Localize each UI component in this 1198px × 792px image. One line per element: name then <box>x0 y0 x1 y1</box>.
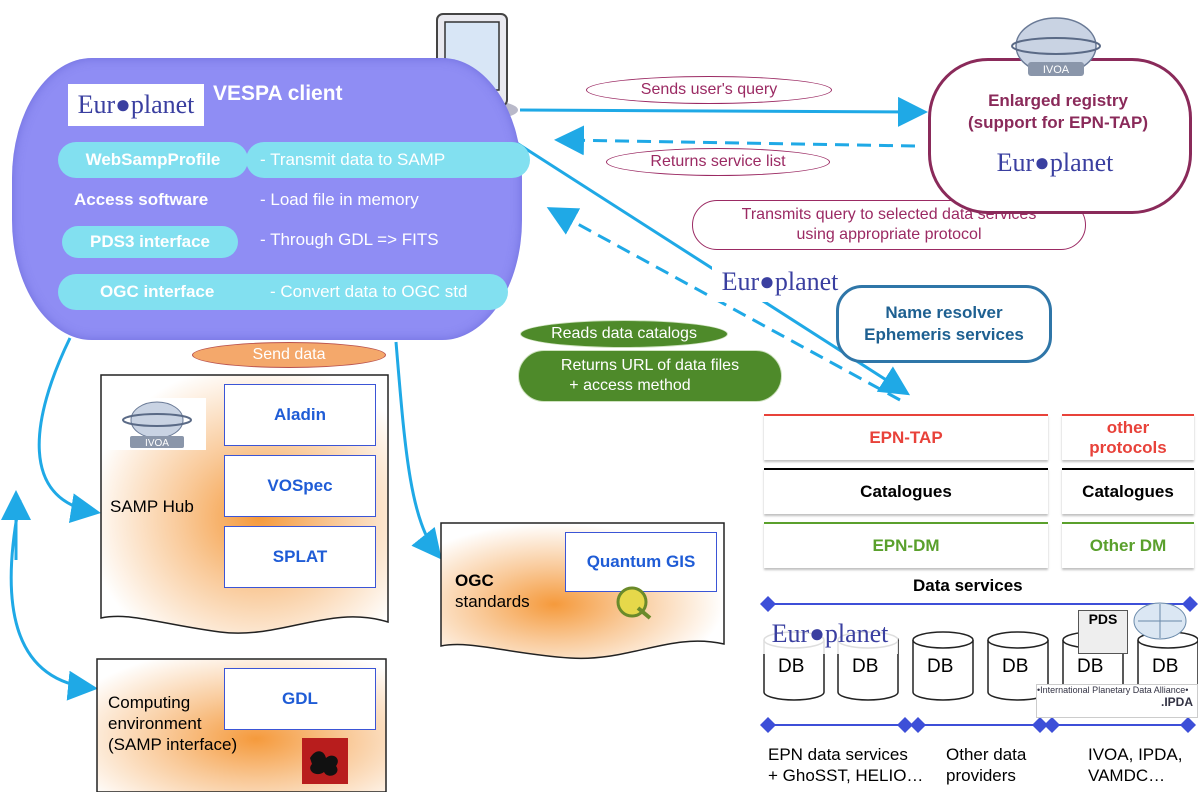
fractal-image <box>302 738 348 784</box>
access-software-desc: - Load file in memory <box>260 190 419 209</box>
europlanet-logo: Eur●planet <box>68 84 204 126</box>
europlanet-logo-registry: Eur●planet <box>985 144 1125 182</box>
registry-title: Enlarged registry (support for EPN-TAP) <box>967 91 1149 132</box>
db-label: DB <box>1002 656 1029 677</box>
samp-hub-label: SAMP Hub <box>110 497 194 516</box>
arrow-to-samp <box>37 337 101 523</box>
db-label: DB <box>927 656 954 677</box>
qgis-icon <box>616 586 652 620</box>
epn-dm-row: EPN-DM <box>764 522 1048 568</box>
ogc-interface-pill: OGC interface - Convert data to OGC std <box>58 274 508 310</box>
catalogues-row-right: Catalogues <box>1062 468 1194 514</box>
footer-epn: EPN data services + GhoSST, HELIO… <box>768 745 924 785</box>
returns-url-label: Returns URL of data files + access metho… <box>518 350 782 402</box>
arrow-from-services <box>546 207 901 402</box>
access-software-label: Access software <box>74 190 209 209</box>
reads-catalogs-label: Reads data catalogs <box>520 320 728 348</box>
vospec-box: VOSpec <box>224 455 376 517</box>
gdl-box: GDL <box>224 668 376 730</box>
db-label: DB <box>1077 656 1104 677</box>
europlanet-logo-mid: Eur●planet <box>712 262 848 302</box>
europlanet-logo-db: Eur●planet <box>762 614 898 654</box>
quantum-gis-box: Quantum GIS <box>565 532 717 592</box>
arrow-to-registry <box>519 96 928 127</box>
svg-text:IVOA: IVOA <box>1043 64 1070 76</box>
db-label: DB <box>1152 656 1179 677</box>
ogc-label: OGC standards <box>455 571 530 611</box>
footer-other-providers: Other data providers <box>946 745 1027 785</box>
epn-tap-row: EPN-TAP <box>764 414 1048 460</box>
pds3-interface-pill: PDS3 interface <box>62 226 238 258</box>
db-label: DB <box>778 656 805 677</box>
send-data-label: Send data <box>192 342 386 368</box>
svg-text:IVOA: IVOA <box>145 438 169 449</box>
websampprofile-pill: WebSampProfile <box>58 142 248 178</box>
ivoa-logo: IVOA <box>1011 17 1101 76</box>
ipda-logo: •International Planetary Data Alliance• … <box>1036 684 1198 718</box>
other-protocols-row: other protocols <box>1062 414 1194 460</box>
arrow-from-registry <box>554 125 916 156</box>
footer-ivoa: IVOA, IPDA, VAMDC… <box>1088 745 1183 785</box>
websampprofile-desc: - Transmit data to SAMP <box>246 142 530 178</box>
computing-label: Computing environment (SAMP interface) <box>108 693 238 754</box>
data-services-title: Data services <box>913 576 1023 595</box>
pds-logo: PDS <box>1078 610 1128 654</box>
name-resolver-box: Name resolver Ephemeris services <box>836 285 1052 363</box>
vespa-title: VESPA client <box>213 82 343 105</box>
arrow-to-ogc <box>394 341 442 560</box>
ivoa-logo-samp: IVOA <box>108 398 206 450</box>
pds3-interface-desc: - Through GDL => FITS <box>260 230 439 249</box>
catalogues-row: Catalogues <box>764 468 1048 514</box>
aladin-box: Aladin <box>224 384 376 446</box>
returns-list-label: Returns service list <box>606 148 830 176</box>
other-dm-row: Other DM <box>1062 522 1194 568</box>
splat-box: SPLAT <box>224 526 376 588</box>
arrow-samp-computing <box>9 499 98 701</box>
db-label: DB <box>852 656 879 677</box>
vamdc-globe-icon <box>1133 602 1187 640</box>
sends-query-label: Sends user's query <box>586 76 832 104</box>
